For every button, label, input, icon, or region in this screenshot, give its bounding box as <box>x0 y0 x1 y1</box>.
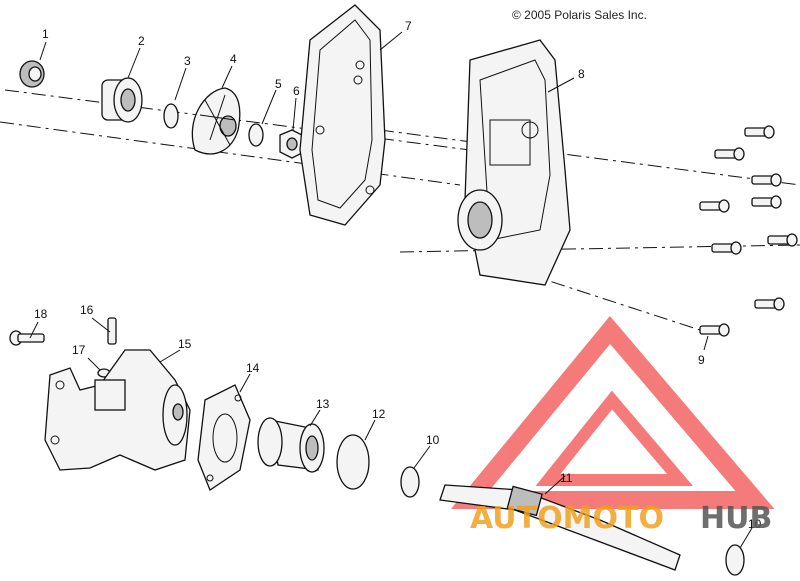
bolt-9-group <box>699 125 798 337</box>
callout-10-b: 10 <box>748 517 762 531</box>
axis-lines <box>0 89 800 331</box>
sleeve-13 <box>257 417 325 473</box>
copyright-text: © 2005 Polaris Sales Inc. <box>512 8 647 22</box>
callout-2: 2 <box>138 34 145 48</box>
callout-6: 6 <box>293 84 300 98</box>
callout-5: 5 <box>275 77 282 91</box>
impeller-4 <box>191 87 241 155</box>
watermark-word-b: HUB <box>700 501 772 536</box>
watermark-logo <box>450 315 775 509</box>
callout-13: 13 <box>316 397 330 411</box>
callout-1: 1 <box>42 27 49 41</box>
watermark-word-a: AUTOMOTO <box>470 501 664 536</box>
o-ring-12 <box>336 434 370 490</box>
watermark-text: AUTOMOTO HUB <box>470 501 772 536</box>
callout-7: 7 <box>405 19 412 33</box>
callout-3: 3 <box>184 54 191 68</box>
gasket-14 <box>197 384 251 491</box>
bearing-2 <box>101 77 143 123</box>
pump-body-15 <box>44 349 191 471</box>
callout-9: 9 <box>698 353 705 367</box>
callout-4: 4 <box>230 52 237 66</box>
cover-housing-8 <box>457 39 571 286</box>
washer-10-a <box>400 466 420 498</box>
callout-11: 11 <box>560 471 573 485</box>
callout-15: 15 <box>178 337 192 351</box>
callout-16: 16 <box>80 303 94 317</box>
seal-1 <box>19 60 45 88</box>
gasket-7 <box>299 4 386 226</box>
callout-18: 18 <box>34 307 48 321</box>
callout-10-a: 10 <box>426 433 440 447</box>
washer-5 <box>248 123 264 147</box>
callout-12: 12 <box>372 407 386 421</box>
callout-labels: 1 2 3 4 5 6 7 8 9 18 16 17 15 14 13 12 1… <box>34 19 762 531</box>
callout-14: 14 <box>246 361 260 375</box>
bolt-18 <box>9 330 45 346</box>
shaft-11 <box>439 484 681 571</box>
washer-10-b <box>725 544 745 576</box>
washer-3 <box>163 103 179 129</box>
leader-lines <box>29 31 753 549</box>
nut-6 <box>279 129 305 159</box>
callout-17: 17 <box>72 343 86 357</box>
callout-8: 8 <box>578 67 585 81</box>
